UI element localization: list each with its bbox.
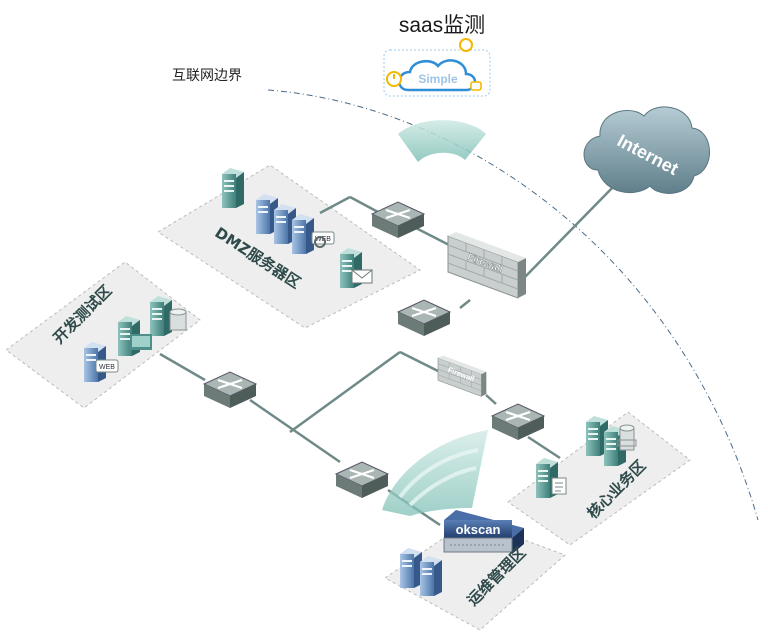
document-icon [551, 477, 567, 495]
web-server-icon: WEB [311, 231, 335, 248]
saas-monitor-wedge [398, 120, 486, 162]
saas-badge-text: Simple [418, 72, 458, 86]
dev-servers: WEB [84, 296, 187, 382]
zone-dmz-area [157, 164, 421, 329]
core-firewall: Firewall [437, 355, 487, 397]
okscan-label: okscan [456, 522, 501, 537]
monitor-icon [130, 334, 152, 350]
core-switch-main [396, 298, 452, 338]
saas-simple-icon: Simple [383, 38, 491, 97]
core-zone-switch [490, 402, 546, 442]
zone-dev-area [5, 261, 201, 409]
zone-core-area [507, 411, 691, 546]
title: saas监测 [399, 14, 485, 37]
internet-boundary-arc [267, 89, 759, 521]
core-db-icon [617, 424, 637, 451]
main-firewall: Firewall [447, 231, 527, 299]
db-stack-icon [169, 308, 187, 331]
core-servers [536, 416, 637, 498]
dmz-switch [370, 200, 426, 240]
shield-check-icon [459, 38, 473, 52]
internet-cloud: Internet [583, 106, 710, 194]
boundary-label: 互联网边界 [172, 67, 242, 83]
dev-web-icon: WEB [95, 359, 119, 373]
dev-switch [202, 370, 258, 410]
ops-switch [334, 460, 390, 500]
okscan-appliance: okscan [443, 510, 524, 554]
mail-server-icon [340, 248, 373, 288]
zone-ops-area [384, 519, 566, 631]
dmz-web-tag: WEB [315, 236, 331, 243]
dev-web-tag: WEB [99, 364, 115, 371]
okscan-scan-wedge [382, 430, 488, 516]
chat-icon [470, 81, 482, 91]
dmz-servers: WEB [222, 168, 373, 288]
